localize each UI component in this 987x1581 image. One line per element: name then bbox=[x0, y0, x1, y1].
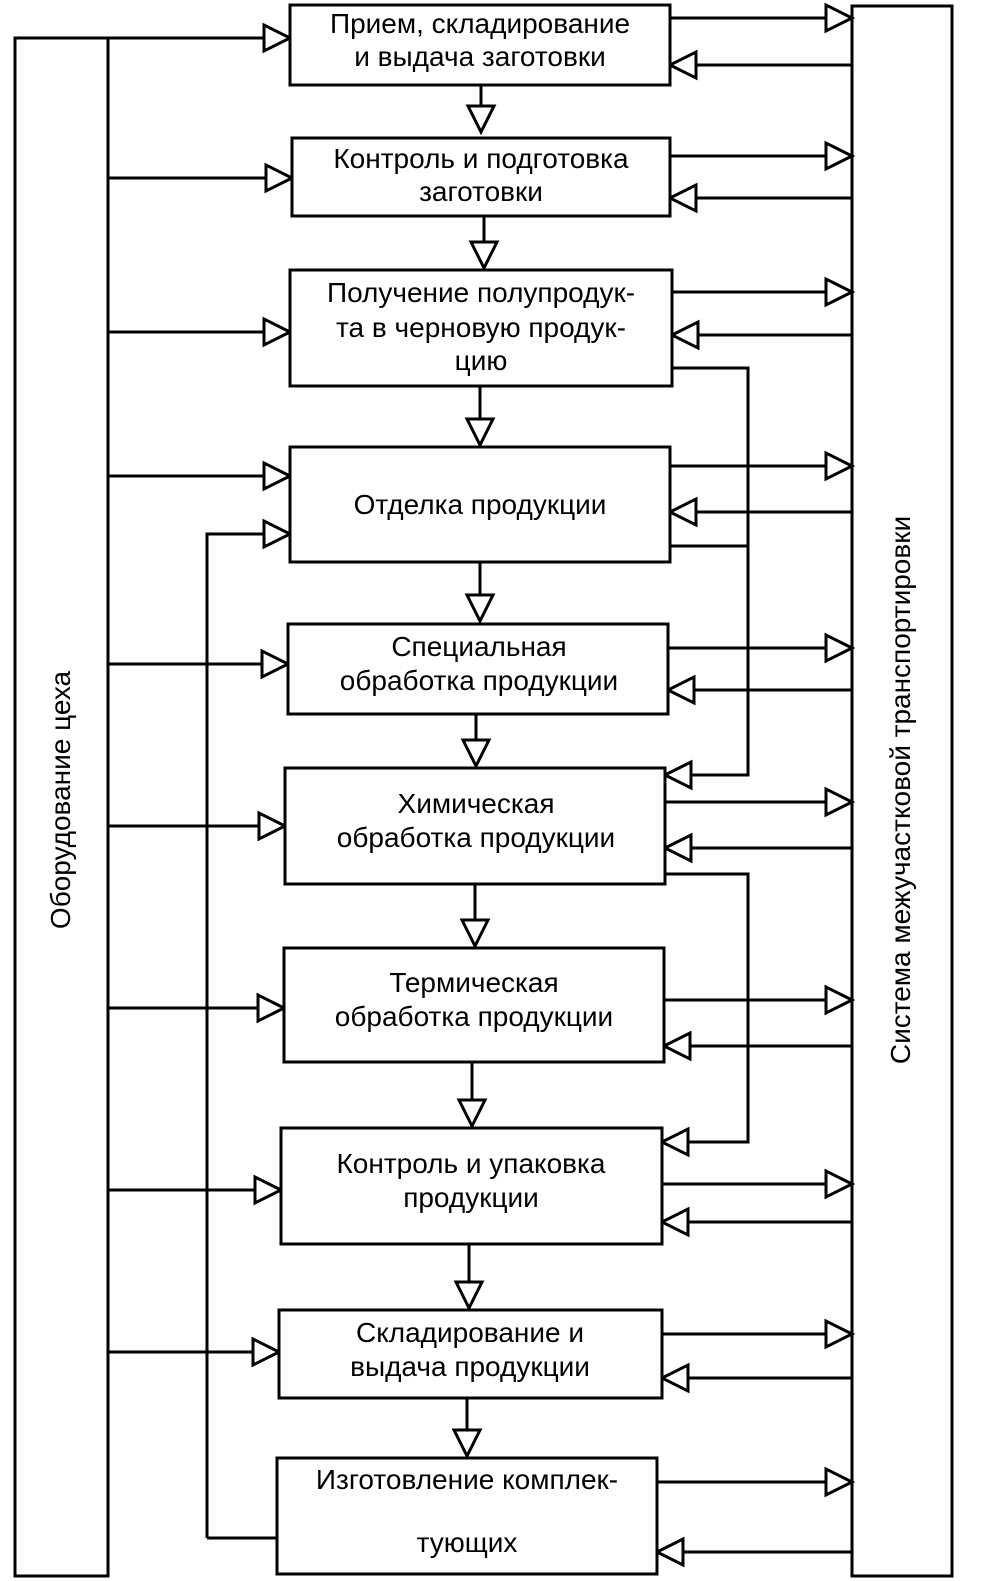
step-6-line-2: обработка продукции bbox=[337, 822, 615, 853]
step-box-3: Получение полупродук- та в черновую прод… bbox=[288, 268, 674, 388]
step-4-line-1: Отделка продукции bbox=[354, 489, 607, 520]
step-9-to-transport-arrow-head bbox=[824, 1318, 856, 1350]
transport-system-label: Система межучастковой транспортировки bbox=[885, 516, 916, 1064]
flow-step-4-to-5-arrow-head bbox=[464, 593, 496, 625]
flow-step-1-to-2-arrow-head bbox=[465, 104, 497, 136]
flow-step-6-to-7-arrow-head bbox=[459, 918, 491, 950]
step-box-9: Складирование и выдача продукции bbox=[277, 1308, 664, 1400]
bypass-to-step-6-head bbox=[661, 759, 693, 791]
transport-to-step-8-arrow-head bbox=[658, 1206, 690, 1238]
equipment-to-step-1-arrow-head bbox=[262, 22, 294, 54]
step-box-6: Химическая обработка продукции bbox=[283, 766, 667, 886]
bypass-step-3-to-step-6-line bbox=[672, 366, 750, 777]
equipment-to-step-9-arrow-head bbox=[251, 1336, 283, 1368]
equipment-to-step-8-arrow-head bbox=[253, 1174, 285, 1206]
step-1-line-1: Прием, складирование bbox=[330, 8, 630, 39]
step-1-line-2: и выдача заготовки bbox=[354, 41, 605, 72]
step-5-to-transport-arrow-head bbox=[824, 632, 856, 664]
step-6-line-1: Химическая bbox=[398, 788, 555, 819]
step-3-line-3: цию bbox=[455, 345, 508, 376]
transport-to-step-7-arrow-head bbox=[660, 1030, 692, 1062]
step-8-to-transport-arrow-head bbox=[824, 1168, 856, 1200]
transport-to-step-5-arrow-head bbox=[664, 674, 696, 706]
transport-to-step-4-arrow-head bbox=[666, 496, 698, 528]
step-box-2: Контроль и подготовка заготовки bbox=[290, 136, 672, 218]
equipment-to-step-7-arrow-head bbox=[256, 992, 288, 1024]
workshop-equipment-label: Оборудование цеха bbox=[45, 670, 76, 929]
step-2-line-1: Контроль и подготовка bbox=[333, 143, 629, 174]
equipment-to-step-3-arrow-head bbox=[262, 316, 294, 348]
bypass-step-6-to-step-8-line bbox=[665, 872, 750, 1144]
flow-step-9-to-10-arrow-head bbox=[451, 1428, 483, 1460]
step-9-line-2: выдача продукции bbox=[350, 1351, 590, 1382]
workshop-equipment-column: Оборудование цеха bbox=[13, 36, 110, 1578]
bypass-to-step-8-head bbox=[658, 1126, 690, 1158]
equipment-to-step-5-arrow-head bbox=[260, 648, 292, 680]
step-10-line-1: Изготовление комплек- bbox=[316, 1464, 618, 1495]
equipment-to-step-4-arrow-head bbox=[262, 460, 294, 492]
step-5-line-2: обработка продукции bbox=[340, 665, 618, 696]
step-3-line-1: Получение полупродук- bbox=[327, 277, 635, 308]
flow-step-7-to-8-arrow-head bbox=[456, 1098, 488, 1130]
transport-system-column: Система межучастковой транспортировки bbox=[850, 4, 954, 1578]
step-10-line-2: тующих bbox=[417, 1527, 518, 1558]
transport-to-step-9-arrow-head bbox=[658, 1362, 690, 1394]
step-9-line-1: Складирование и bbox=[356, 1317, 584, 1348]
step-3-to-transport-arrow-head bbox=[824, 276, 856, 308]
step-7-line-1: Термическая bbox=[389, 967, 558, 998]
step-10-to-transport-arrow-head bbox=[824, 1466, 856, 1498]
step-box-1: Прием, складирование и выдача заготовки bbox=[288, 3, 672, 87]
transport-to-step-3-arrow-head bbox=[668, 319, 700, 351]
secondary-feed-to-step-4-head bbox=[262, 518, 294, 550]
step-2-line-2: заготовки bbox=[419, 176, 543, 207]
connectors bbox=[108, 2, 856, 1568]
step-1-to-transport-arrow-head bbox=[824, 2, 856, 34]
flow-step-8-to-9-arrow-head bbox=[453, 1280, 485, 1312]
equipment-to-step-2-arrow-head bbox=[264, 162, 296, 194]
secondary-feed-line bbox=[205, 532, 264, 1538]
transport-to-step-1-arrow-head bbox=[666, 49, 698, 81]
step-box-4: Отделка продукции bbox=[288, 445, 672, 564]
step-5-line-1: Специальная bbox=[391, 631, 566, 662]
flow-step-2-to-3-arrow-head bbox=[468, 240, 500, 272]
flow-step-5-to-6-arrow-head bbox=[460, 738, 492, 770]
transport-to-step-2-arrow-head bbox=[666, 182, 698, 214]
step-box-5: Специальная обработка продукции bbox=[286, 622, 670, 716]
step-2-to-transport-arrow-head bbox=[824, 140, 856, 172]
step-box-8: Контроль и упаковка продукции bbox=[279, 1126, 664, 1246]
step-7-to-transport-arrow-head bbox=[824, 984, 856, 1016]
step-box-10: Изготовление комплек- тующих bbox=[275, 1456, 659, 1576]
flow-step-3-to-4-arrow-head bbox=[464, 417, 496, 449]
step-4-to-transport-arrow-head bbox=[824, 450, 856, 482]
step-3-line-2: та в черновую продук- bbox=[336, 312, 626, 343]
equipment-to-step-6-arrow-head bbox=[257, 810, 289, 842]
step-7-line-2: обработка продукции bbox=[335, 1001, 613, 1032]
step-8-line-1: Контроль и упаковка bbox=[336, 1148, 605, 1179]
step-6-to-transport-arrow-head bbox=[824, 786, 856, 818]
transport-to-step-10-arrow-head bbox=[653, 1536, 685, 1568]
step-8-line-2: продукции bbox=[403, 1182, 539, 1213]
step-box-7: Термическая обработка продукции bbox=[282, 946, 666, 1064]
transport-to-step-6-arrow-head bbox=[661, 832, 693, 864]
